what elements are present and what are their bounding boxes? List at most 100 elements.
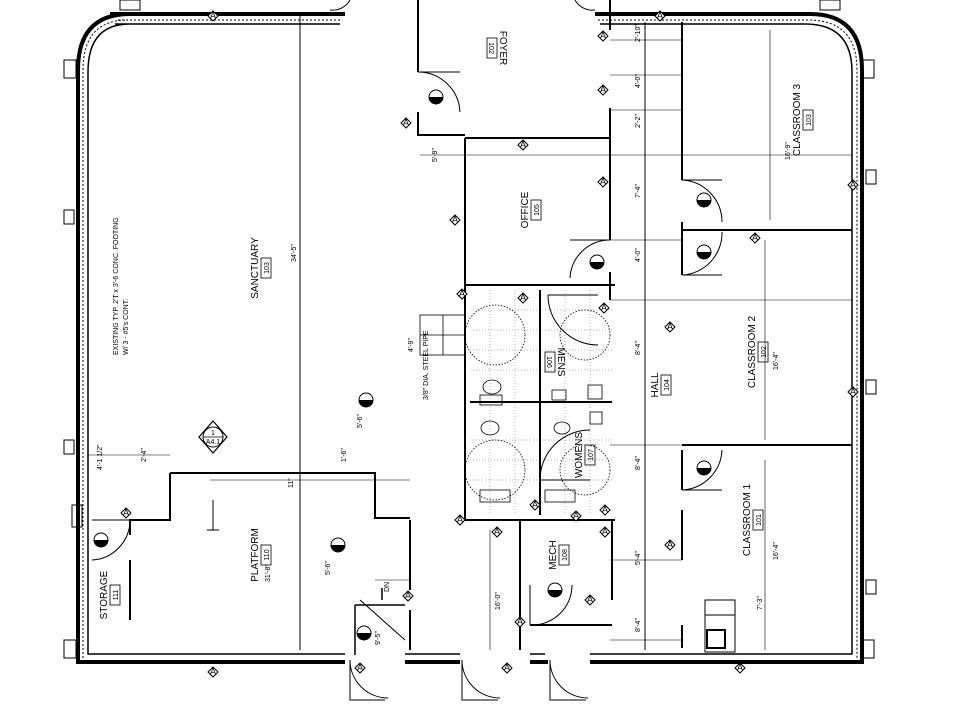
- footing-note: EXISTING TYP. 2'T x 3'-6 CONC. FOOTING: [113, 217, 120, 355]
- fixture-circle-icon: [428, 89, 444, 105]
- door-tag-letter: A: [600, 177, 606, 187]
- door-tag-icon: A: [400, 117, 412, 129]
- door-tag-letter: A: [600, 85, 606, 95]
- door-tag-letter: A: [403, 118, 409, 128]
- classroom3-door: [681, 179, 723, 223]
- section-marker: 1 A4.1: [198, 420, 228, 454]
- door-tag-icon: A: [597, 30, 609, 42]
- door-tag-letter: A: [520, 140, 526, 150]
- notes: EXISTING TYP. 2'T x 3'-6 CONC. FOOTING W…: [113, 217, 430, 592]
- door-tag-icon: A: [501, 662, 513, 674]
- dim-hall-5: 5'-4": [635, 551, 642, 565]
- door-tag-icon: A: [599, 504, 611, 516]
- room-name-foyer: FOYER: [497, 31, 508, 65]
- door-tag-icon: A: [664, 539, 676, 551]
- room-number-classroom1: 101: [756, 514, 763, 526]
- room-name-sanctuary: SANCTUARY: [250, 237, 261, 299]
- fixture-circle-icon: [547, 582, 563, 598]
- door-tag-letter: A: [850, 387, 856, 397]
- dim-restroom: 4'-9": [408, 338, 415, 352]
- room-labels: SANCTUARY 103 PLATFORM 110 STORAGE 111 F…: [99, 31, 814, 619]
- exit-door-1: [349, 659, 389, 701]
- footing-note-2: W/ 3 - #5's CONT.: [123, 299, 130, 355]
- dimension-lines: [88, 30, 852, 650]
- door-tag-icon: A: [529, 499, 541, 511]
- section-number: 1: [211, 430, 215, 437]
- office-door: [569, 239, 611, 279]
- door-tag-letter: A: [123, 508, 129, 518]
- door-tag-icon: A: [402, 590, 414, 602]
- door-tag-letter: A: [532, 500, 538, 510]
- door-tag-letter: A: [667, 540, 673, 550]
- door-tag-icon: A: [749, 232, 761, 244]
- door-tag-icon: A: [454, 514, 466, 526]
- room-number-platform: 110: [264, 549, 271, 560]
- door-tag-icon: A: [847, 386, 859, 398]
- room-name-mech: MECH: [548, 540, 559, 569]
- door-tag-icon: A: [517, 292, 529, 304]
- door-tag-icon: A: [207, 666, 219, 678]
- door-tag-icon: A: [599, 526, 611, 538]
- classroom1-door: [681, 449, 723, 491]
- dim-left-2: 2'-4": [141, 448, 148, 462]
- dim-classroom3-height: 16'-9": [785, 142, 792, 160]
- room-number-sanctuary: 103: [264, 262, 271, 274]
- top-door-left: [329, 0, 351, 11]
- fixture-circle-icon: [696, 244, 712, 260]
- dim-classroom1-lower: 7'-3": [757, 596, 764, 610]
- beam-note: 3/8" DIA. STEEL PIPE: [423, 330, 430, 400]
- door-tag-letter: A: [850, 180, 856, 190]
- dim-classroom2-height: 16'-4": [773, 352, 780, 370]
- room-name-classroom1: CLASSROOM 1: [742, 483, 753, 556]
- door-tag-letter: A: [517, 617, 523, 627]
- dim-hall-6: 8'-4": [635, 618, 642, 632]
- room-name-classroom3: CLASSROOM 3: [792, 83, 803, 156]
- dimension-text: 34'-5" 16'-9" 16'-4" 16'-4" 31'-8" 2'-10…: [97, 24, 792, 645]
- fixture-circle-icon: [356, 625, 372, 641]
- door-tag-icon: A: [120, 507, 132, 519]
- fixture-circle-icon: [358, 392, 374, 408]
- dim-hall-2: 4'-0": [635, 248, 642, 262]
- room-number-hall: 104: [664, 379, 671, 391]
- exit-door-2: [461, 659, 501, 701]
- room-number-foyer: 102: [487, 42, 494, 54]
- room-number-classroom3: 103: [806, 114, 813, 126]
- door-tag-icon: A: [734, 662, 746, 674]
- exterior-walls: [63, 0, 877, 664]
- fixture-circle-icon: [93, 532, 109, 548]
- room-name-storage: STORAGE: [99, 570, 110, 619]
- door-tag-letter: A: [737, 663, 743, 673]
- dn-note: DN: [384, 582, 391, 592]
- room-number-mech: 108: [562, 549, 569, 561]
- room-number-mens: 106: [545, 356, 552, 368]
- dim-foyer: 5'-9": [432, 148, 439, 162]
- dim-sanctuary-width: 34'-5": [291, 244, 298, 262]
- dim-top-2: 4'-0": [635, 74, 642, 88]
- mech-equipment: [704, 599, 736, 653]
- top-door-right: [574, 0, 596, 11]
- dim-classroom1-height: 16'-4": [773, 542, 780, 560]
- door-tag-letter: A: [602, 505, 608, 515]
- exit-door-3: [549, 659, 589, 701]
- door-tag-letter: A: [657, 11, 663, 21]
- door-tag-letter: A: [573, 511, 579, 521]
- door-tag-icon: A: [584, 594, 596, 606]
- fixture-circle-icon: [330, 537, 346, 553]
- door-tag-letter: A: [210, 667, 216, 677]
- door-tag-icon: A: [597, 84, 609, 96]
- door-tag-letter: A: [405, 591, 411, 601]
- foyer-door: [417, 71, 461, 113]
- dim-mech: 16'-0": [495, 592, 502, 610]
- door-tag-icon: A: [456, 288, 468, 300]
- door-tag-letter: A: [601, 303, 607, 313]
- dim-platform-2: 1'-6": [341, 448, 348, 462]
- classroom2-door: [681, 231, 723, 276]
- beam-detail: [419, 314, 466, 356]
- dim-top-3: 2'-2": [635, 114, 642, 128]
- room-number-womens: 107: [588, 449, 595, 461]
- door-tag-letter: A: [459, 289, 465, 299]
- door-tag-letter: A: [752, 233, 758, 243]
- door-tag-letter: A: [457, 515, 463, 525]
